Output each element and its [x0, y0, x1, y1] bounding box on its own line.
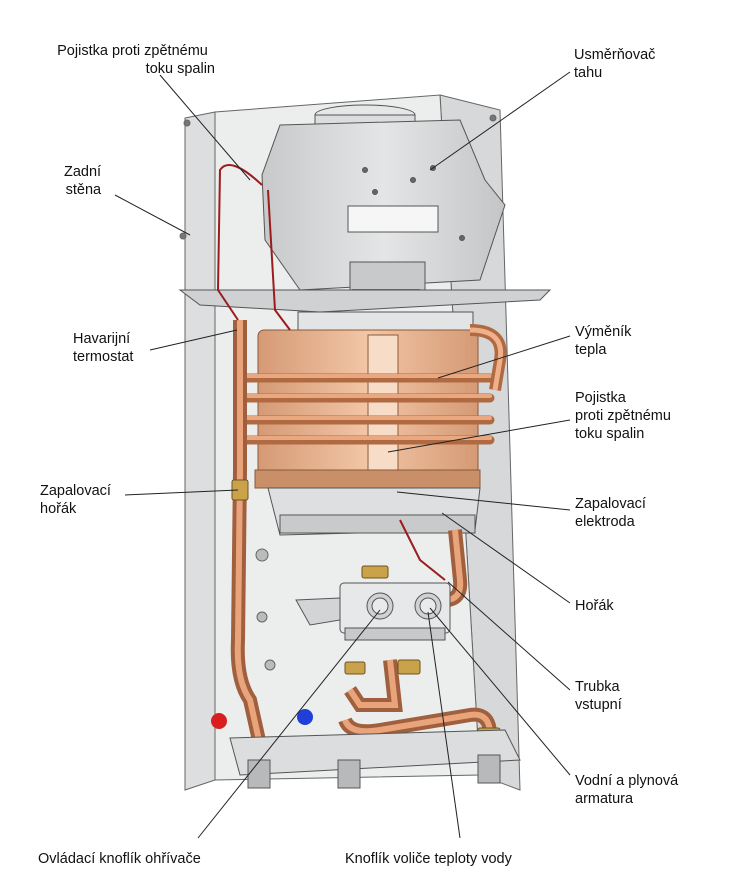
label-line: termostat — [73, 349, 134, 365]
label-line: Zapalovací — [40, 483, 111, 499]
label-line: Zapalovací — [575, 496, 646, 512]
label-line: Knoflík voliče teploty vody — [345, 851, 512, 867]
label-line: Havarijní — [73, 331, 131, 347]
cold-water-marker — [297, 709, 313, 725]
label-line: Ovládací knoflík ohřívače — [38, 851, 201, 867]
label-heater-control-knob: Ovládací knoflík ohřívače — [38, 850, 201, 868]
label-line: Pojistka proti zpětnému — [57, 43, 208, 59]
label-burner: Hořák — [575, 597, 614, 615]
label-pilot-burner: Zapalovací hořák — [40, 482, 111, 518]
bottom-plate — [229, 729, 521, 789]
label-line: Trubka — [575, 679, 620, 695]
label-backdraft-safety-top: Pojistka proti zpětnému toku spalin — [30, 42, 235, 78]
label-temperature-selector-knob: Knoflík voliče teploty vody — [345, 850, 512, 868]
label-line: Vodní a plynová — [575, 773, 679, 789]
label-line: hořák — [40, 501, 77, 517]
label-line: stěna — [65, 182, 102, 198]
label-line: elektroda — [575, 514, 635, 530]
thermocouple-wire — [216, 164, 446, 581]
draft-diverter — [261, 104, 506, 293]
label-line: Zadní — [64, 164, 102, 180]
label-line: tepla — [575, 342, 607, 358]
label-draft-diverter: Usměrňovač tahu — [574, 46, 655, 82]
label-ignition-electrode: Zapalovací elektroda — [575, 495, 646, 531]
water-gas-valve — [295, 582, 451, 641]
label-heat-exchanger: Výměník tepla — [575, 323, 631, 359]
label-line: tahu — [574, 65, 603, 81]
label-line: toku spalin — [145, 61, 215, 77]
hot-water-marker — [211, 713, 227, 729]
label-line: Výměník — [575, 324, 632, 340]
burner — [267, 487, 481, 536]
label-line: proti zpětnému — [575, 408, 671, 424]
left-copper-pipe — [230, 320, 267, 747]
label-line: vstupní — [575, 697, 622, 713]
label-line: Usměrňovač — [574, 47, 656, 63]
label-inlet-pipe: Trubka vstupní — [575, 678, 622, 714]
label-backdraft-safety-mid: Pojistka proti zpětnému toku spalin — [575, 389, 671, 443]
label-line: Hořák — [575, 598, 614, 614]
label-emergency-thermostat: Havarijní termostat — [73, 330, 133, 366]
leader-lines — [114, 71, 571, 839]
label-water-gas-valve: Vodní a plynová armatura — [575, 772, 678, 808]
heat-exchanger — [240, 324, 507, 489]
label-back-wall: Zadní stěna — [64, 163, 101, 199]
label-line: toku spalin — [575, 426, 645, 442]
label-line: armatura — [575, 791, 634, 807]
label-line: Pojistka — [575, 390, 626, 406]
